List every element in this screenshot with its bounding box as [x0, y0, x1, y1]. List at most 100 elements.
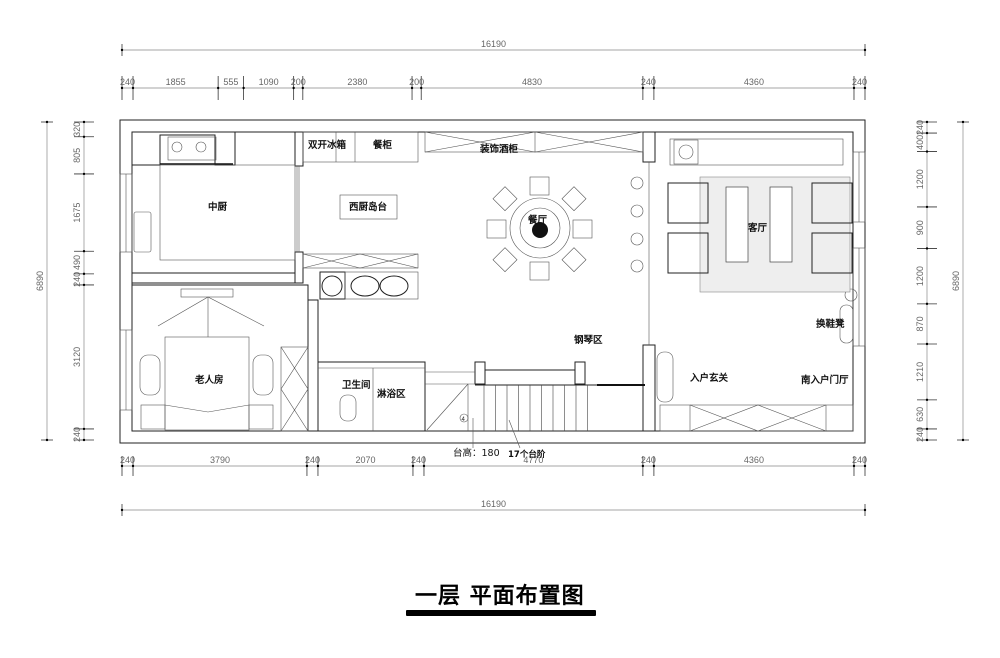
dimension-dot [925, 131, 929, 135]
dimension-label: 805 [72, 148, 82, 163]
dimension-dot [301, 86, 305, 90]
dimension-label: 240 [120, 455, 135, 465]
dimension-dot [852, 464, 856, 468]
stove-icon [167, 136, 217, 161]
marker-circle [459, 413, 469, 423]
dimension-dot [120, 464, 124, 468]
dimension-label: 1200 [915, 266, 925, 286]
dimension-label: 1855 [166, 77, 186, 87]
dimension-label: 1200 [915, 169, 925, 189]
label-entry: 入户玄关 [689, 372, 729, 384]
dimension-dot [120, 48, 124, 52]
dimension-dot [925, 438, 929, 442]
dimension-dot [420, 86, 423, 90]
dimension-label: 4360 [744, 77, 764, 87]
dimension-dot [216, 86, 220, 90]
shoe-bench-icon [839, 304, 854, 344]
dimension-label: 4770 [523, 455, 543, 465]
dimension-label: 240 [852, 455, 867, 465]
dimension-dot [82, 438, 86, 442]
dimension-label: 3790 [210, 455, 230, 465]
dimension-dot [641, 464, 645, 468]
label-elder-room: 老人房 [194, 374, 224, 386]
label-shower: 淋浴区 [377, 388, 406, 400]
dimension-dot [82, 250, 86, 253]
dimension-label: 490 [72, 255, 82, 270]
dimension-dot [131, 464, 135, 468]
dimension-label: 1210 [915, 362, 925, 382]
note-platform-height: 台高：180 [453, 447, 500, 459]
dimension-dot [925, 247, 929, 250]
dimension-dot [641, 86, 645, 90]
interior-walls [131, 131, 656, 432]
dimension-dot [925, 120, 929, 124]
title-underline [406, 610, 596, 616]
dimension-label: 240 [72, 272, 82, 287]
dimension-label: 555 [223, 77, 238, 87]
dimension-dot [82, 172, 86, 176]
dimension-dot [45, 120, 49, 124]
dimension-label: 6890 [951, 271, 961, 291]
dining-table-icon [486, 176, 593, 281]
staircase [425, 361, 597, 431]
dimension-label: 400 [915, 135, 925, 150]
dimension-dot [925, 302, 929, 306]
dimension-dot [863, 48, 867, 52]
dimension-label: 4360 [744, 455, 764, 465]
label-chinese-kitchen: 中厨 [208, 201, 228, 213]
note-steps: 17个台阶 [508, 449, 546, 460]
dimension-label: 240 [411, 455, 426, 465]
label-wine-cabinet: 装饰酒柜 [479, 143, 519, 155]
dimension-dot [925, 398, 929, 402]
furniture [133, 131, 858, 449]
dimension-label: 240 [305, 455, 320, 465]
dimension-dot [82, 283, 86, 287]
dimension-dot [422, 464, 426, 468]
dimension-label: 1675 [72, 203, 82, 223]
dimension-dot [120, 508, 124, 512]
dimension-dot [82, 120, 86, 124]
marker-number: 4 [462, 417, 466, 423]
label-living: 客厅 [747, 222, 768, 234]
toilet-icon [339, 394, 357, 422]
dimension-dot [316, 464, 320, 468]
drawing-title: 一层 平面布置图 [415, 584, 585, 609]
dimension-label: 240 [72, 427, 82, 442]
label-south-hall: 南入户门厅 [801, 374, 849, 386]
dimension-dot [852, 86, 856, 90]
dimension-dot [925, 427, 929, 431]
dimension-label: 6890 [35, 271, 45, 291]
dimension-label: 240 [641, 77, 656, 87]
label-dining: 餐厅 [527, 214, 548, 226]
stair-steps [483, 385, 588, 431]
dimension-dot [242, 86, 245, 90]
dimension-label: 200 [291, 77, 306, 87]
dimension-label: 630 [915, 407, 925, 422]
dimension-dot [863, 508, 867, 512]
dimension-label: 870 [915, 316, 925, 331]
dimension-dot [925, 205, 929, 209]
dimension-label: 200 [409, 77, 424, 87]
dimension-label: 320 [72, 122, 82, 137]
dimension-dot [863, 464, 867, 468]
label-fridge: 双开冰箱 [307, 139, 347, 151]
dimension-dot [45, 438, 49, 442]
bed-icon [164, 336, 250, 431]
dimension-label: 2070 [355, 455, 375, 465]
dimension-dot [961, 438, 965, 442]
sofa-icon [669, 138, 844, 166]
dimension-dot [120, 86, 124, 90]
dimension-dot [305, 464, 309, 468]
label-piano: 钢琴区 [574, 334, 603, 346]
label-western-island: 西厨岛台 [349, 201, 388, 213]
dimension-dot [410, 86, 414, 90]
dimension-label: 240 [852, 77, 867, 87]
dimension-dot [925, 342, 929, 346]
label-sideboard: 餐柜 [372, 139, 393, 151]
sink-icon [133, 211, 152, 253]
room-labels: 双开冰箱 餐柜 装饰酒柜 中厨 西厨岛台 餐厅 客厅 老人房 卫生间 淋浴区 钢… [194, 139, 849, 460]
dimension-label: 1090 [259, 77, 279, 87]
dimension-label: 240 [915, 427, 925, 442]
